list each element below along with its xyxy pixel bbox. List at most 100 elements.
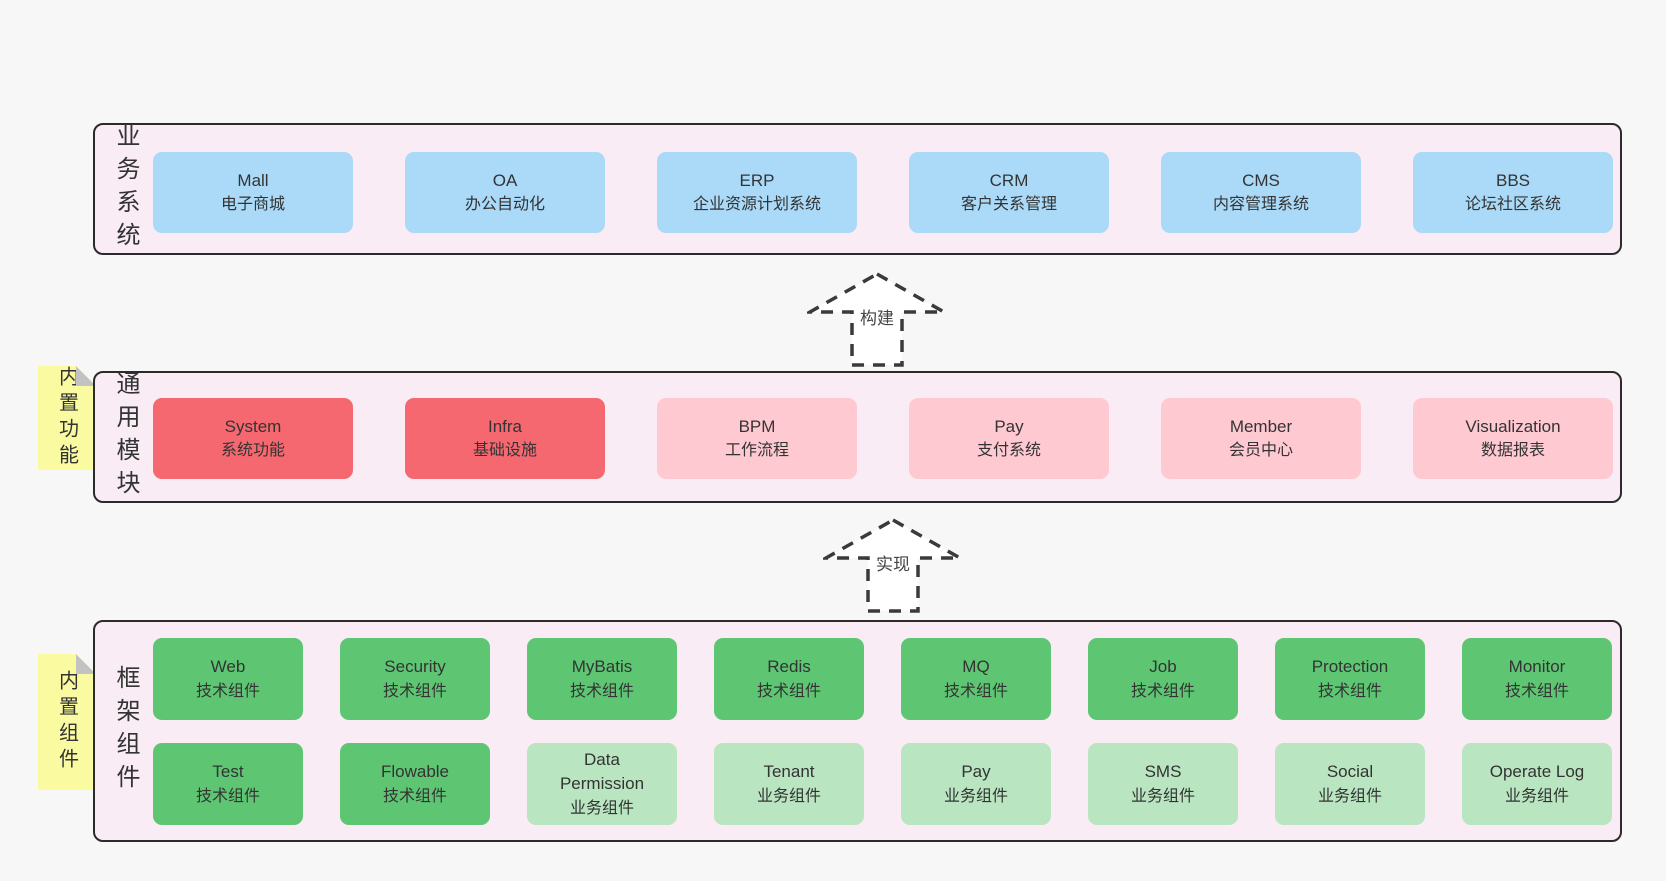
box-title: BBS	[1495, 170, 1531, 190]
box-title: Data Permission	[559, 749, 645, 794]
box-subtitle: 电子商城	[220, 196, 285, 214]
box-title: Protection	[1311, 657, 1389, 677]
component-box-visualization: Visualization 数据报表	[1413, 398, 1613, 479]
box-subtitle: 技术组件	[195, 787, 260, 805]
box-title: SMS	[1144, 762, 1182, 782]
box-subtitle: 支付系统	[976, 442, 1041, 460]
arrow-label: 实现	[873, 548, 913, 577]
box-subtitle: 技术组件	[943, 682, 1008, 700]
box-subtitle: 业务组件	[943, 787, 1008, 805]
box-title: Pay	[994, 416, 1024, 436]
component-box-infra: Infra 基础设施	[405, 398, 605, 479]
box-subtitle: 技术组件	[1317, 682, 1382, 700]
component-box-test: Test 技术组件	[153, 743, 303, 825]
box-title: Security	[384, 657, 446, 677]
component-box-mall: Mall 电子商城	[153, 152, 353, 233]
component-box-oa: OA 办公自动化	[405, 152, 605, 233]
box-subtitle: 技术组件	[756, 682, 821, 700]
box-subtitle: 会员中心	[1228, 442, 1293, 460]
box-subtitle: 内容管理系统	[1212, 196, 1309, 214]
arrow-up-build: 构建	[807, 271, 947, 368]
box-subtitle: 技术组件	[382, 787, 447, 805]
box-title: Flowable	[380, 762, 450, 782]
box-title: System	[224, 416, 282, 436]
box-title: Social	[1326, 762, 1374, 782]
sticky-note-label: 内置功能	[55, 366, 78, 470]
component-box-bpm: BPM 工作流程	[657, 398, 857, 479]
component-box-security: Security 技术组件	[340, 638, 490, 720]
box-subtitle: 技术组件	[382, 682, 447, 700]
component-box-mq: MQ 技术组件	[901, 638, 1051, 720]
box-title: CRM	[989, 170, 1029, 190]
box-subtitle: 业务组件	[1504, 787, 1569, 805]
sticky-note-label: 内置组件	[55, 670, 78, 774]
band-label: 框架组件	[112, 665, 139, 797]
box-subtitle: 技术组件	[195, 682, 260, 700]
box-title: Operate Log	[1489, 762, 1585, 782]
box-subtitle: 技术组件	[1130, 682, 1195, 700]
box-subtitle: 办公自动化	[464, 196, 545, 214]
box-subtitle: 业务组件	[756, 787, 821, 805]
band-business-systems: 业务系统 Mall 电子商城 OA 办公自动化 ERP 企业资源计划系统 CRM 客户关系管理…	[93, 123, 1622, 255]
arrow-label: 构建	[857, 302, 897, 331]
box-title: Pay	[961, 762, 991, 782]
component-box-redis: Redis 技术组件	[714, 638, 864, 720]
box-subtitle: 基础设施	[472, 442, 537, 460]
component-box-flowable: Flowable 技术组件	[340, 743, 490, 825]
component-box-data-permission: Data Permission 业务组件	[527, 743, 677, 825]
component-box-mybatis: MyBatis 技术组件	[527, 638, 677, 720]
box-subtitle: 系统功能	[220, 442, 285, 460]
box-title: MyBatis	[571, 657, 633, 677]
box-title: Infra	[487, 416, 523, 436]
box-subtitle: 工作流程	[724, 442, 789, 460]
box-subtitle: 技术组件	[569, 682, 634, 700]
component-box-pay: Pay 业务组件	[901, 743, 1051, 825]
box-title: Job	[1149, 657, 1177, 677]
component-box-sms: SMS 业务组件	[1088, 743, 1238, 825]
component-box-erp: ERP 企业资源计划系统	[657, 152, 857, 233]
box-title: Monitor	[1508, 657, 1566, 677]
band-common-modules: 通用模块 System 系统功能 Infra 基础设施 BPM 工作流程 Pay 支付系统 Me…	[93, 371, 1622, 503]
box-subtitle: 业务组件	[569, 800, 634, 818]
box-subtitle: 业务组件	[1317, 787, 1382, 805]
component-box-job: Job 技术组件	[1088, 638, 1238, 720]
box-title: ERP	[739, 170, 775, 190]
component-box-system: System 系统功能	[153, 398, 353, 479]
band-boxes: Test 技术组件 Flowable 技术组件 Data Permission 业务组件 T…	[153, 743, 1612, 825]
component-box-pay: Pay 支付系统	[909, 398, 1109, 479]
box-title: MQ	[962, 657, 990, 677]
component-box-cms: CMS 内容管理系统	[1161, 152, 1361, 233]
box-title: Redis	[767, 657, 811, 677]
component-box-crm: CRM 客户关系管理	[909, 152, 1109, 233]
box-title: Member	[1229, 416, 1293, 436]
box-title: Tenant	[763, 762, 815, 782]
box-subtitle: 企业资源计划系统	[692, 196, 821, 214]
box-subtitle: 业务组件	[1130, 787, 1195, 805]
arrow-up-implement: 实现	[823, 517, 963, 614]
sticky-note-built-in-components: 内置组件	[38, 654, 96, 790]
band-boxes: System 系统功能 Infra 基础设施 BPM 工作流程 Pay 支付系统 Member 会…	[153, 398, 1613, 479]
component-box-bbs: BBS 论坛社区系统	[1413, 152, 1613, 233]
component-box-monitor: Monitor 技术组件	[1462, 638, 1612, 720]
box-subtitle: 客户关系管理	[960, 196, 1057, 214]
box-title: OA	[492, 170, 518, 190]
band-boxes: Mall 电子商城 OA 办公自动化 ERP 企业资源计划系统 CRM 客户关系管理 CMS 内容…	[153, 152, 1613, 233]
box-title: BPM	[738, 416, 776, 436]
sticky-note-built-in-features: 内置功能	[38, 366, 96, 470]
box-title: Test	[212, 762, 244, 782]
component-box-web: Web 技术组件	[153, 638, 303, 720]
box-subtitle: 技术组件	[1504, 682, 1569, 700]
box-subtitle: 论坛社区系统	[1464, 196, 1561, 214]
band-label: 通用模块	[112, 371, 139, 503]
band-label: 业务系统	[112, 123, 139, 255]
box-title: Web	[210, 657, 246, 677]
box-title: CMS	[1242, 170, 1280, 190]
box-title: Mall	[237, 170, 269, 190]
component-box-social: Social 业务组件	[1275, 743, 1425, 825]
component-box-member: Member 会员中心	[1161, 398, 1361, 479]
box-subtitle: 数据报表	[1480, 442, 1545, 460]
box-title: Visualization	[1465, 416, 1561, 436]
